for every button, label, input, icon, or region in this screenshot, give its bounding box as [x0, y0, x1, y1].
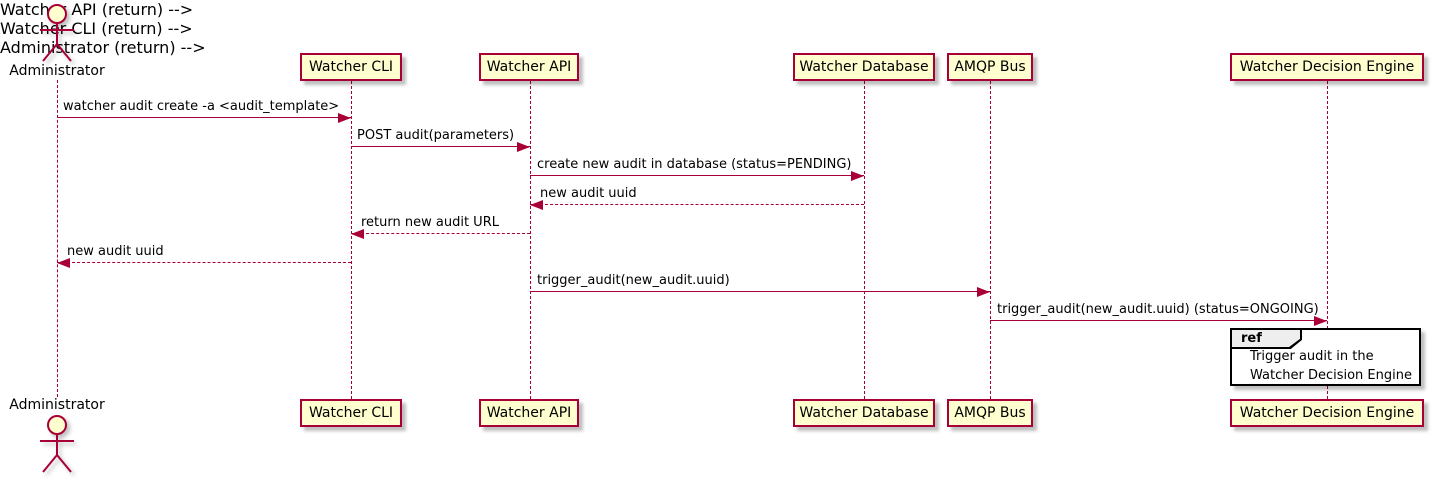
message-line: [530, 291, 990, 292]
message-label: trigger_audit(new_audit.uuid): [537, 273, 730, 288]
lifeline-watcher-api: [530, 81, 531, 399]
actor-icon: [40, 415, 74, 473]
participant-watcher-cli-top: Watcher CLI: [300, 53, 402, 81]
message-label: return new audit URL: [361, 215, 499, 230]
message-label: watcher audit create -a <audit_template>: [63, 99, 340, 114]
actor-administrator-top: [37, 3, 77, 63]
participant-label: Watcher Decision Engine: [1239, 59, 1415, 75]
arrowhead-right-icon: [338, 113, 351, 123]
message-label: new audit uuid: [67, 244, 164, 259]
ref-tab-fill: [1232, 330, 1300, 347]
arrowhead-right-icon: [977, 287, 990, 297]
participant-amqp-bus-top: AMQP Bus: [947, 53, 1033, 81]
message-label: POST audit(parameters): [357, 128, 515, 143]
participant-label: AMQP Bus: [954, 405, 1026, 421]
actor-label-top: Administrator: [9, 63, 105, 79]
participant-watcher-api-top: Watcher API: [479, 53, 579, 81]
participant-watcher-decision-engine-bottom: Watcher Decision Engine: [1230, 399, 1424, 427]
participant-watcher-database-bottom: Watcher Database: [793, 399, 935, 427]
arrowhead-right-icon: [1314, 316, 1327, 326]
participant-label: Watcher CLI: [308, 59, 394, 75]
lifeline-amqp-bus: [990, 81, 991, 399]
participant-amqp-bus-bottom: AMQP Bus: [947, 399, 1033, 427]
ref-text-line-1: Trigger audit in the: [1250, 349, 1374, 364]
ref-tab: ref: [1232, 330, 1302, 349]
arrowhead-left-icon: [57, 258, 70, 268]
message-line: [57, 117, 351, 118]
participant-label: Watcher Database: [799, 405, 929, 421]
arrowhead-right-icon: [851, 171, 864, 181]
actor-administrator-bottom: [37, 414, 77, 474]
ref-frame: ref Trigger audit in the Watcher Decisio…: [1230, 328, 1421, 386]
message-line: [351, 146, 530, 147]
actor-icon: [40, 4, 74, 62]
lifeline-watcher-database: [864, 81, 865, 399]
lifeline-watcher-cli: [351, 81, 352, 399]
participant-watcher-api-bottom: Watcher API: [479, 399, 579, 427]
message-line: [57, 262, 351, 263]
lifeline-watcher-decision-engine: [1327, 81, 1328, 399]
participant-watcher-decision-engine-top: Watcher Decision Engine: [1230, 53, 1424, 81]
message-line: [351, 233, 530, 234]
participant-label: Watcher Database: [799, 59, 929, 75]
message-label: new audit uuid: [540, 186, 637, 201]
participant-label: AMQP Bus: [954, 59, 1026, 75]
participant-label: Watcher API: [486, 59, 572, 75]
message-line: [530, 204, 864, 205]
ref-text-line-2: Watcher Decision Engine: [1250, 368, 1412, 383]
lifeline-administrator: [57, 80, 58, 397]
message-line: [990, 320, 1327, 321]
actor-label-bottom: Administrator: [9, 397, 105, 413]
participant-label: Watcher Decision Engine: [1239, 405, 1415, 421]
participant-label: Watcher API: [486, 405, 572, 421]
arrowhead-left-icon: [530, 200, 543, 210]
participant-label: Watcher CLI: [308, 405, 394, 421]
arrowhead-left-icon: [351, 229, 364, 239]
participant-watcher-database-top: Watcher Database: [793, 53, 935, 81]
message-label: trigger_audit(new_audit.uuid) (status=ON…: [997, 302, 1319, 317]
arrowhead-right-icon: [517, 142, 530, 152]
ref-body: Trigger audit in the Watcher Decision En…: [1250, 347, 1412, 385]
message-line: [530, 175, 864, 176]
participant-watcher-cli-bottom: Watcher CLI: [300, 399, 402, 427]
ref-keyword: ref: [1241, 331, 1262, 346]
message-label: create new audit in database (status=PEN…: [537, 157, 852, 172]
